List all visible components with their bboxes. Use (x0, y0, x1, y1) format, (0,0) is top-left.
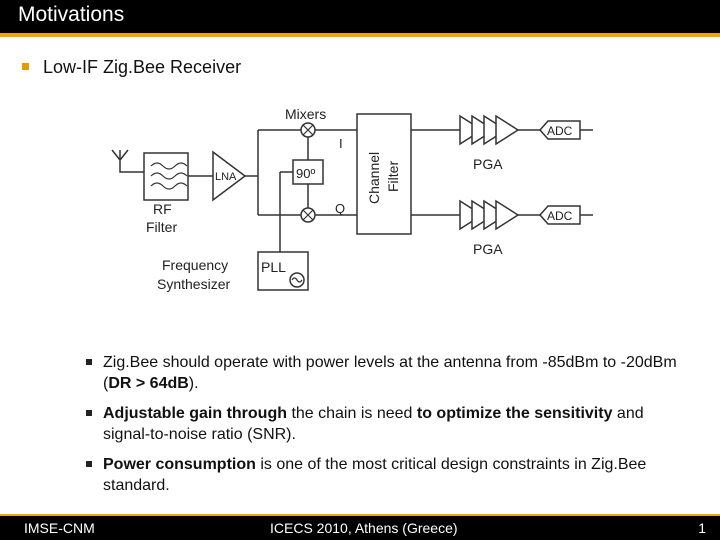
footer-conference: ICECS 2010, Athens (Greece) (270, 520, 458, 536)
footer-institution: IMSE-CNM (24, 520, 95, 536)
label-phase: 90º (296, 166, 315, 181)
footer-bar: IMSE-CNM ICECS 2010, Athens (Greece) 1 (0, 514, 720, 540)
label-rf-filter-2: Filter (146, 219, 177, 235)
bullet-marker-icon (86, 359, 92, 365)
label-pga-bottom: PGA (473, 241, 503, 257)
bullet-power-consumption: Power consumption is one of the most cri… (86, 454, 686, 496)
phase-shifter-box (292, 159, 324, 185)
bullet-dynamic-range: Zig.Bee should operate with power levels… (86, 352, 686, 394)
bullet-marker-icon (86, 461, 92, 467)
label-pll: PLL (261, 259, 286, 275)
label-i: I (339, 136, 343, 151)
bullet-marker-icon (86, 410, 92, 416)
label-filter: Filter (385, 161, 401, 192)
antenna-icon (111, 149, 144, 173)
slide-title: Motivations (18, 3, 125, 26)
rf-filter-box (143, 152, 189, 201)
label-freq-synth-2: Synthesizer (157, 276, 230, 292)
page-number: 1 (698, 520, 706, 536)
pga-bottom-stage-2 (471, 199, 496, 231)
label-rf-filter-1: RF (153, 201, 172, 217)
label-freq-synth-1: Frequency (162, 257, 228, 273)
pga-bottom-stage-4 (495, 199, 520, 231)
label-mixers: Mixers (285, 106, 326, 122)
lna-triangle (212, 150, 247, 202)
oscillator-icon (289, 272, 305, 288)
pga-bottom-stage-3 (483, 199, 508, 231)
pga-top-stage-4 (495, 114, 520, 146)
pga-top-stage-2 (471, 114, 496, 146)
pga-bottom-stage-1 (459, 199, 484, 231)
heading-text: Low-IF Zig.Bee Receiver (43, 57, 242, 77)
label-q: Q (335, 201, 345, 216)
pga-top-stage-3 (483, 114, 508, 146)
slide-heading: Low-IF Zig.Bee Receiver (22, 57, 241, 78)
pga-top-stage-1 (459, 114, 484, 146)
heading-bullet-icon (22, 63, 29, 70)
label-adc-bottom: ADC (547, 209, 573, 223)
pll-box (257, 251, 309, 291)
channel-filter-box (356, 113, 412, 235)
label-lna: LNA (215, 171, 237, 183)
label-channel: Channel (366, 152, 382, 204)
bullet-list: Zig.Bee should operate with power levels… (86, 352, 686, 505)
label-pga-top: PGA (473, 156, 503, 172)
title-bar: Motivations (0, 0, 720, 37)
receiver-block-diagram: Mixers I Q 90º LNA RF Filter PLL Frequen… (111, 106, 593, 292)
label-adc-top: ADC (547, 124, 573, 138)
bullet-adjustable-gain: Adjustable gain through the chain is nee… (86, 403, 686, 445)
